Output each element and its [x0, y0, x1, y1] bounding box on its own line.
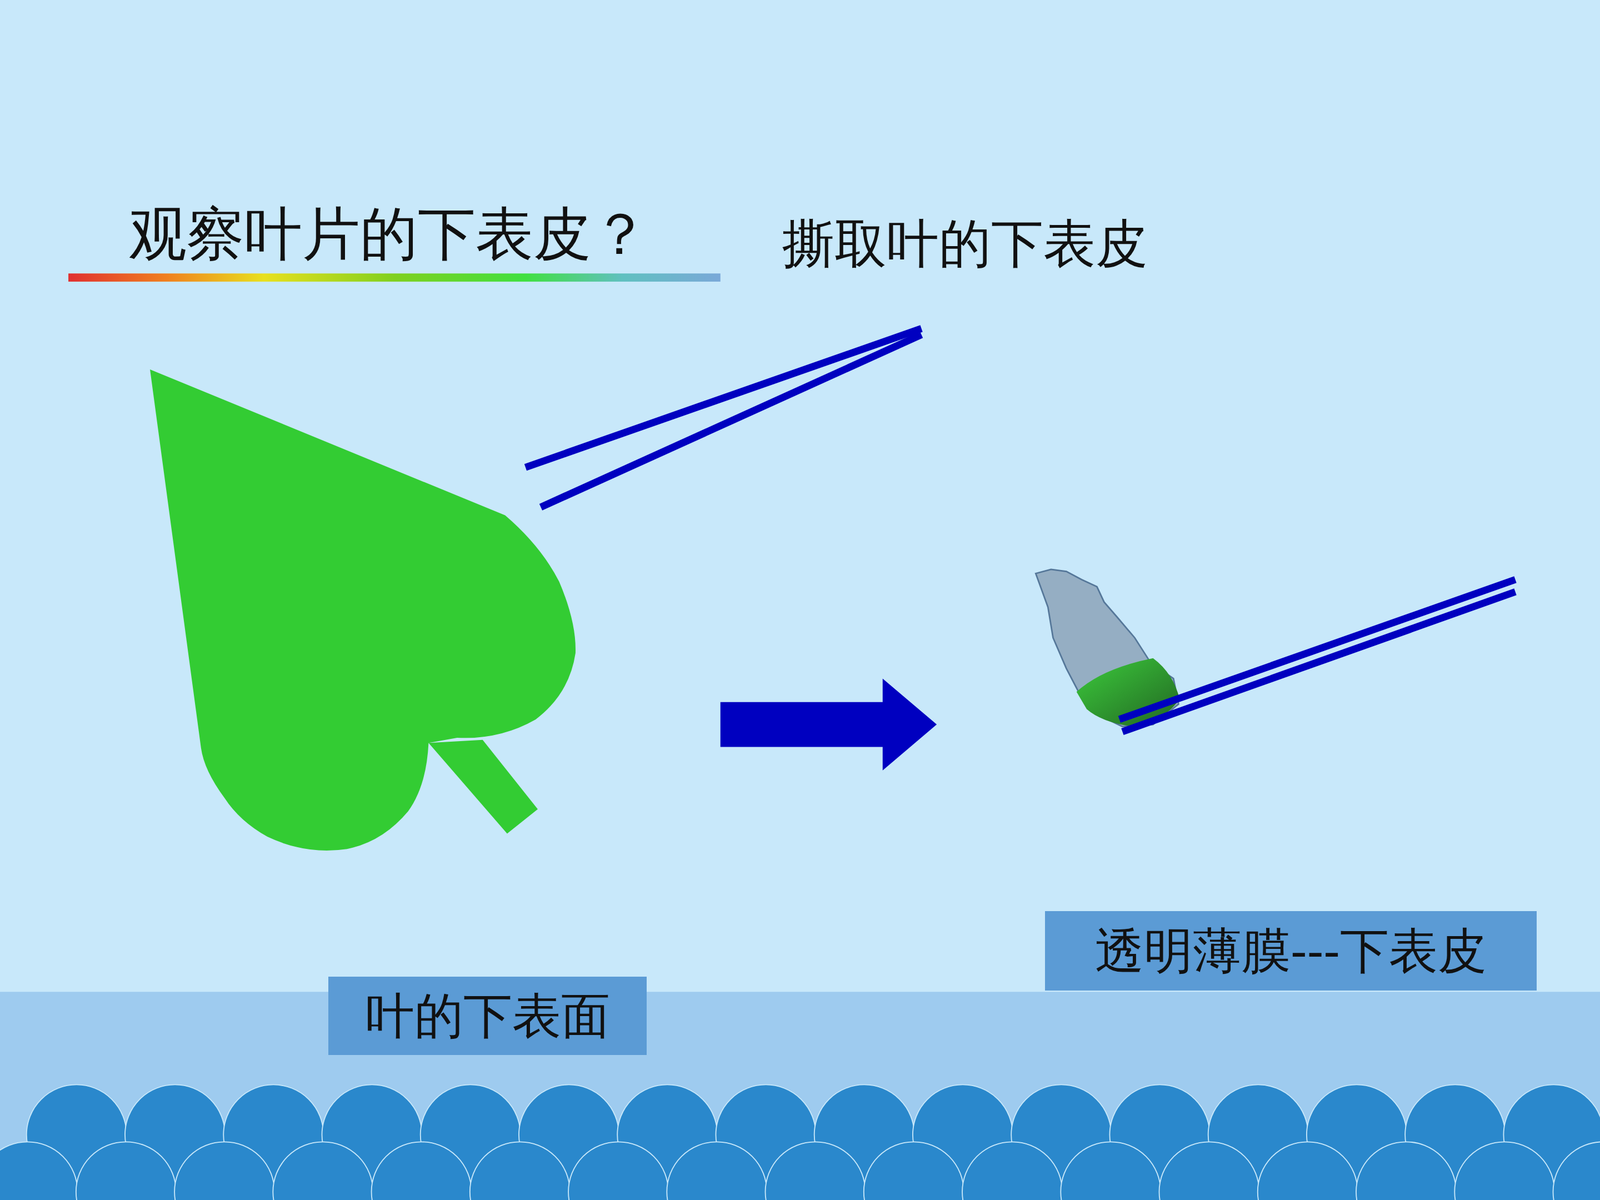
scallop: [1454, 1141, 1555, 1200]
process-arrow: [720, 678, 937, 770]
scallop: [272, 1141, 373, 1200]
scallop: [765, 1141, 866, 1200]
title: 观察叶片的下表皮？: [128, 201, 649, 268]
scallop: [666, 1141, 767, 1200]
scallop: [863, 1141, 964, 1200]
box-label: 透明薄膜---下表皮: [1095, 922, 1487, 979]
scallop: [568, 1141, 669, 1200]
label-box: 透明薄膜---下表皮: [1045, 911, 1537, 991]
box-label: 叶的下表面: [365, 987, 610, 1044]
scallop: [371, 1141, 472, 1200]
scallop: [1553, 1141, 1600, 1200]
scallop: [174, 1141, 275, 1200]
tweezers: [1119, 579, 1516, 732]
scallop: [1356, 1141, 1457, 1200]
scallop: [76, 1141, 177, 1200]
scallop-pattern: [0, 1084, 1600, 1200]
tweezers: [525, 328, 922, 507]
scallop: [1159, 1141, 1260, 1200]
scallop: [1257, 1141, 1358, 1200]
scallop: [470, 1141, 570, 1200]
scallop: [1060, 1141, 1161, 1200]
label-box: 叶的下表面: [328, 976, 647, 1055]
title-underline: [68, 273, 721, 282]
scallop: [962, 1141, 1063, 1200]
leaf: [150, 369, 576, 851]
scallop: [0, 1141, 78, 1200]
step-label: 撕取叶的下表皮: [782, 213, 1148, 274]
